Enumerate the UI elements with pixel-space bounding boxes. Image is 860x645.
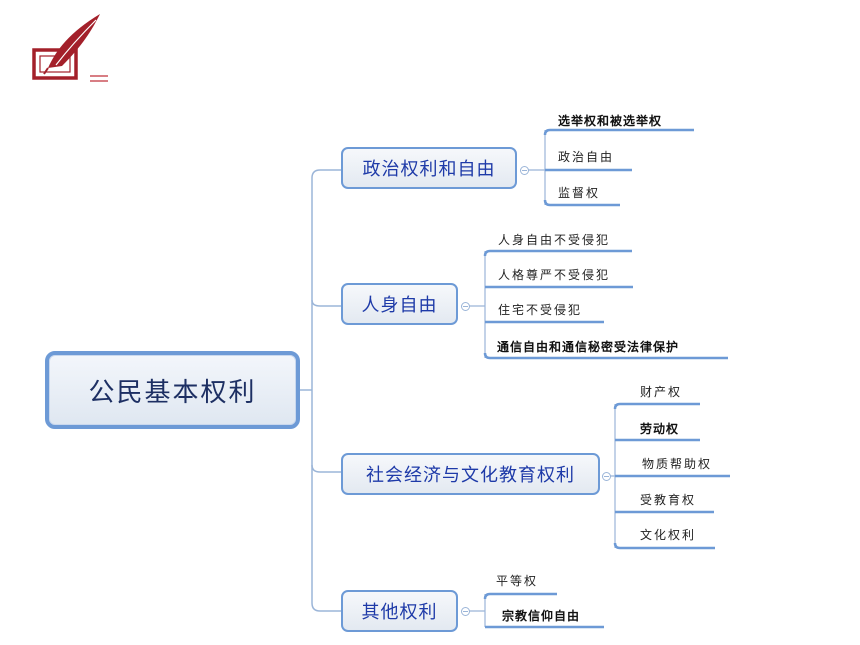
leaf-item[interactable]: 选举权和被选举权 [558, 114, 663, 128]
leaf-item[interactable]: 政治自由 [558, 150, 615, 164]
leaf-item[interactable]: 物质帮助权 [642, 457, 713, 471]
leaf-item[interactable]: 文化权利 [640, 528, 697, 542]
leaf-item[interactable]: 劳动权 [640, 422, 680, 436]
leaf-item[interactable]: 宗教信仰自由 [502, 609, 581, 623]
topic-other-rights[interactable]: 其他权利 [341, 590, 458, 632]
leaf-item[interactable]: 平等权 [496, 574, 539, 588]
topic-political-rights[interactable]: 政治权利和自由 [341, 147, 517, 189]
collapse-toggle-icon[interactable] [602, 472, 611, 481]
leaf-item[interactable]: 监督权 [558, 186, 601, 200]
collapse-toggle-icon[interactable] [461, 302, 470, 311]
collapse-toggle-icon[interactable] [461, 607, 470, 616]
leaf-item[interactable]: 住宅不受侵犯 [498, 303, 583, 317]
leaf-item[interactable]: 财产权 [640, 385, 683, 399]
leaf-item[interactable]: 受教育权 [640, 493, 697, 507]
collapse-toggle-icon[interactable] [520, 166, 529, 175]
leaf-item[interactable]: 人格尊严不受侵犯 [498, 268, 611, 282]
leaf-item[interactable]: 人身自由不受侵犯 [498, 233, 611, 247]
leaf-item[interactable]: 通信自由和通信秘密受法律保护 [497, 340, 680, 354]
quill-pen-inkwell-icon [32, 14, 108, 82]
root-topic[interactable]: 公民基本权利 [45, 351, 300, 429]
topic-personal-freedom[interactable]: 人身自由 [341, 283, 458, 325]
topic-socioeconomic-rights[interactable]: 社会经济与文化教育权利 [341, 453, 600, 495]
